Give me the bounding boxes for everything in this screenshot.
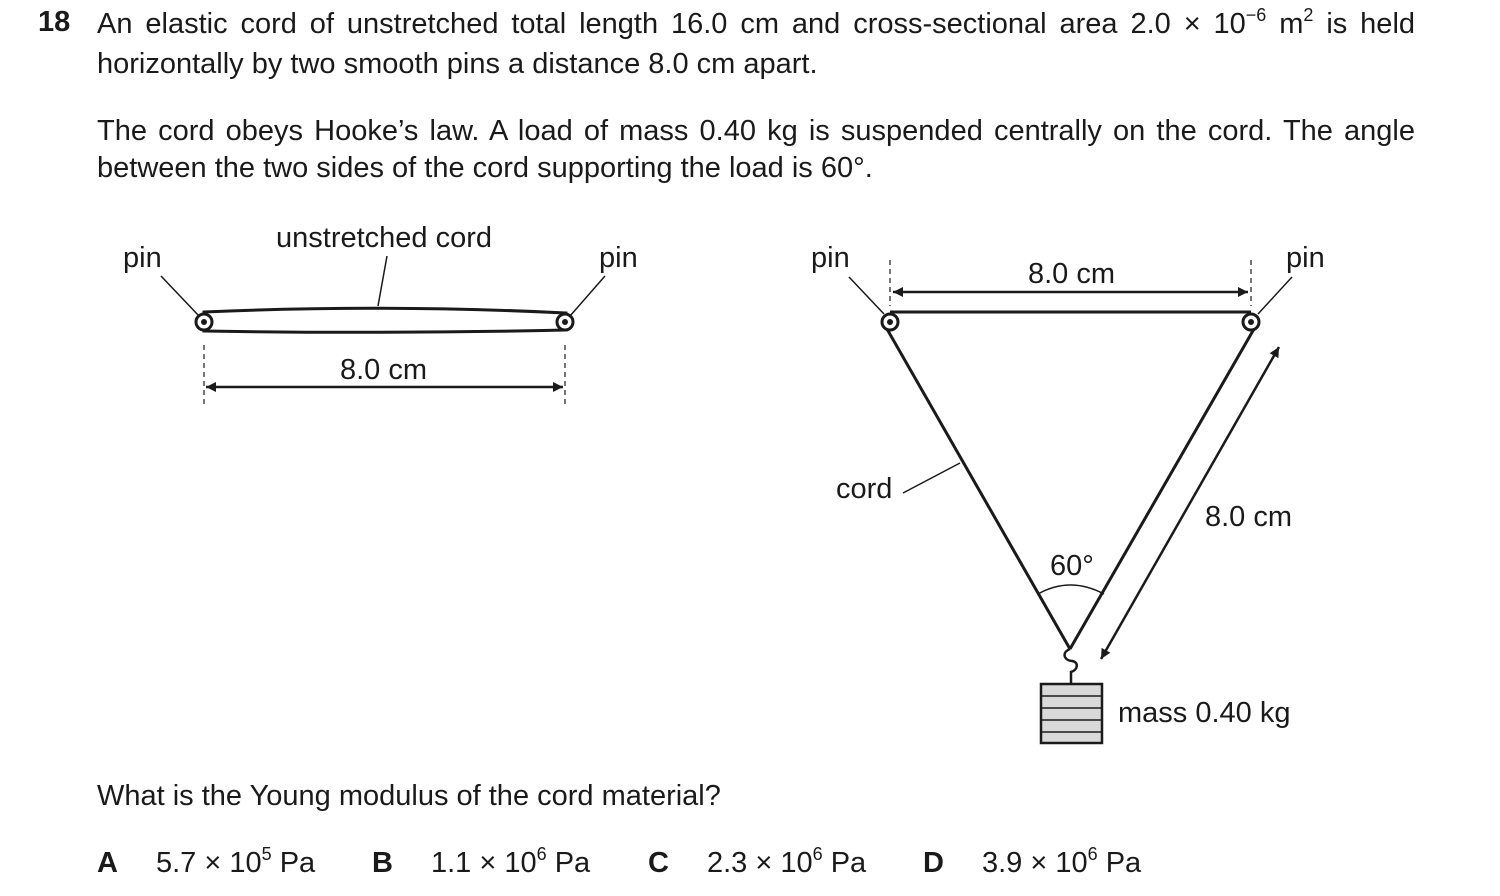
question-line1-end: is held horizontally by two smooth pins … [97, 8, 1416, 80]
unstretched-cord-label: unstretched cord [276, 222, 492, 254]
area-exponent: −6 [1245, 5, 1267, 25]
question-paragraph-2: The cord obeys Hooke’s law. A load of ma… [97, 115, 1415, 184]
right-pin-label: pin [599, 242, 638, 274]
right-diagram-right-pin-label: pin [1286, 242, 1325, 274]
top-distance-label: 8.0 cm [1028, 258, 1115, 290]
load-mass [1039, 682, 1104, 745]
cord-right-side [1068, 321, 1260, 650]
left-distance-label: 8.0 cm [340, 354, 427, 386]
mass-label: mass 0.40 kg [1118, 697, 1290, 729]
left-pin-label: pin [123, 242, 162, 274]
load-hook [1063, 647, 1078, 684]
unstretched-cord [202, 306, 568, 334]
angle-label: 60° [1050, 550, 1094, 582]
question-prompt: What is the Young modulus of the cord ma… [97, 780, 721, 812]
area-unit: m [1266, 8, 1304, 40]
question-paragraph-1: An elastic cord of unstretched total len… [97, 5, 1416, 83]
question-number: 18 [38, 6, 71, 38]
right-diagram-left-pin-label: pin [811, 242, 850, 274]
side-distance-label: 8.0 cm [1205, 501, 1292, 533]
side-distance-arrow [1099, 346, 1281, 660]
question-line1: An elastic cord of unstretched total len… [97, 8, 1246, 40]
area-unit-exponent: 2 [1303, 5, 1314, 25]
cord-label: cord [836, 473, 892, 505]
stretched-diagram: pin pin 8.0 cm 8.0 cm cord 60° mass 0.40… [811, 242, 1325, 745]
angle-arc [1037, 584, 1105, 595]
unstretched-diagram: pin pin unstretched cord 8.0 cm [123, 222, 638, 406]
cord-left-side [881, 321, 1072, 650]
